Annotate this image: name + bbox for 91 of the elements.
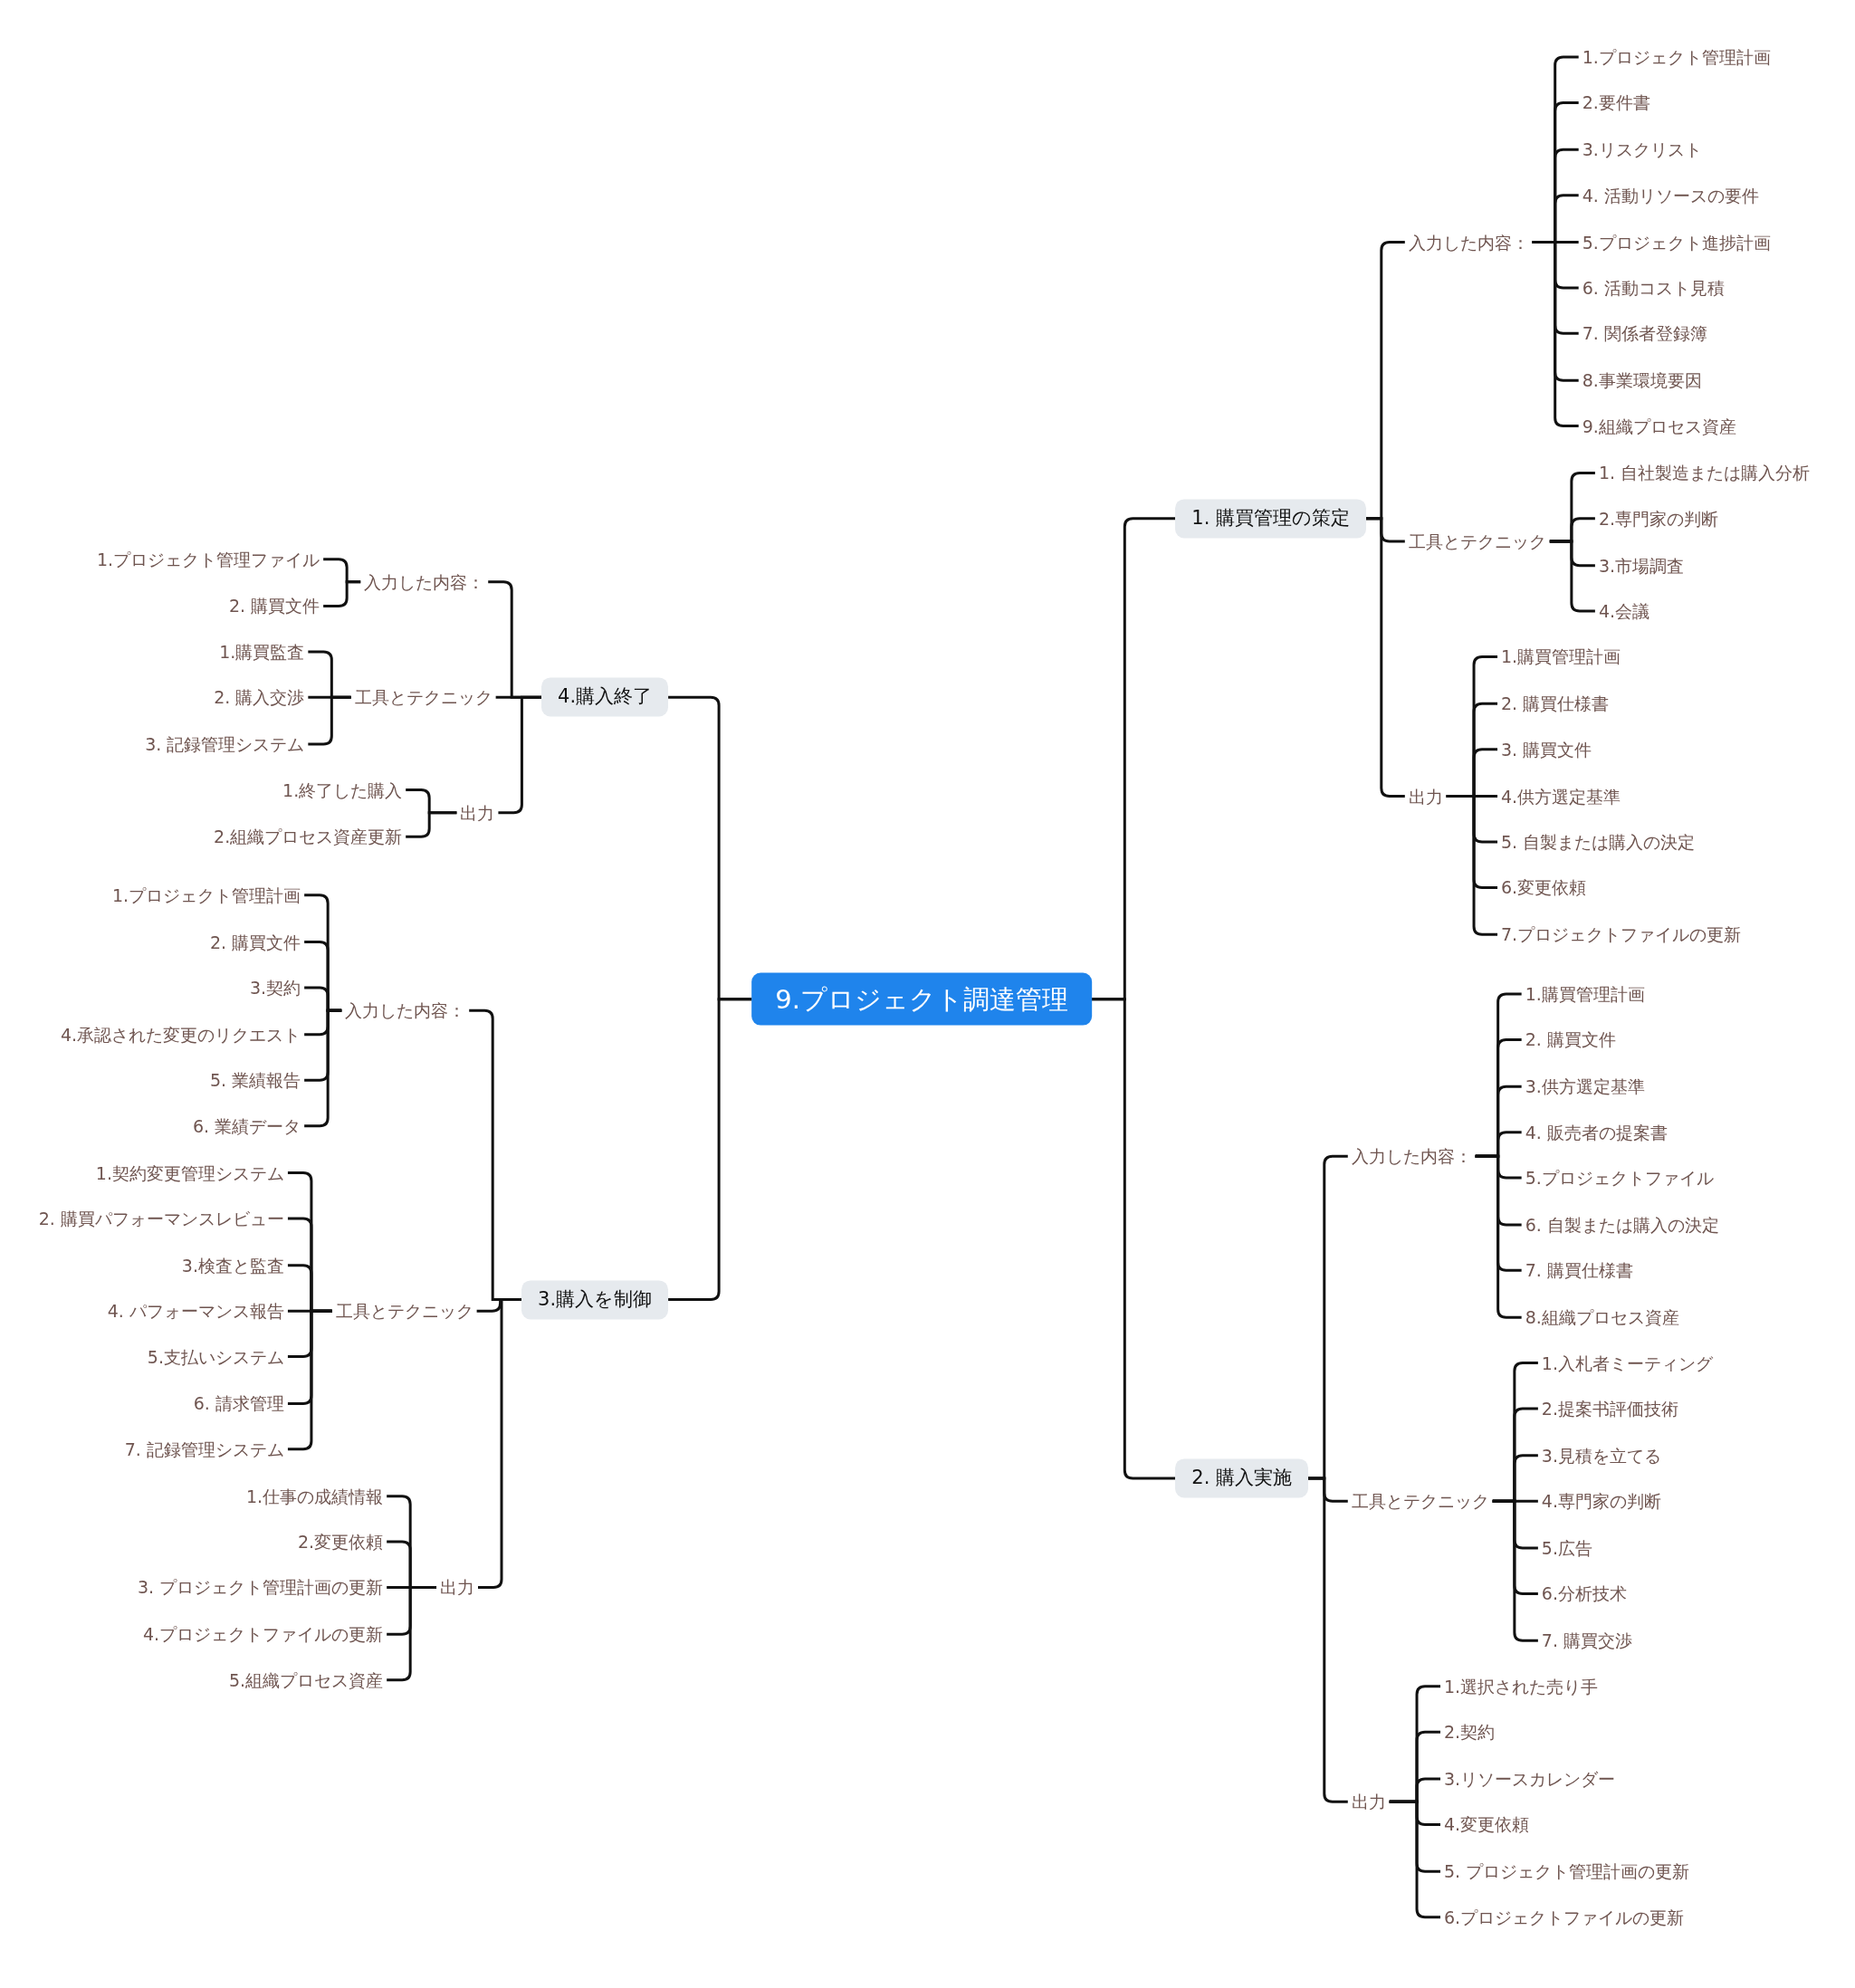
item-text: 1.プロジェクト管理計画 — [1578, 46, 1774, 68]
item-text: 6. 業績データ — [188, 1115, 305, 1137]
category-text: 出力 — [436, 1577, 478, 1598]
category-text: 入力した内容： — [341, 999, 470, 1021]
item-text: 1.契約変更管理システム — [91, 1162, 288, 1183]
item-text: 3. プロジェクト管理計画の更新 — [134, 1577, 387, 1598]
item-text: 2.専門家の判断 — [1594, 508, 1722, 530]
item-text: 1.終了した購入 — [279, 779, 406, 800]
connector-line — [406, 811, 457, 838]
item-text: 5.組織プロセス資産 — [225, 1669, 387, 1691]
category-text: 工具とテクニック — [331, 1300, 477, 1322]
item-text: 4.専門家の判断 — [1537, 1490, 1665, 1512]
item-text: 2. 購入交渉 — [210, 686, 309, 708]
item-text: 5.広告 — [1537, 1537, 1596, 1559]
item-text: 7. 関係者登録簿 — [1578, 322, 1711, 344]
item-text: 1.プロジェクト管理計画 — [109, 884, 305, 906]
category-text: 工具とテクニック — [1347, 1490, 1493, 1512]
item-text: 6.プロジェクトファイルの更新 — [1440, 1907, 1688, 1927]
connector-line — [1308, 1477, 1348, 1803]
item-text: 1.購買管理計画 — [1497, 646, 1625, 667]
item-text: 4. 販売者の提案書 — [1521, 1122, 1671, 1143]
category-text: 入力した内容： — [1404, 232, 1533, 253]
connector-line — [323, 580, 361, 607]
connector-line — [478, 1298, 522, 1589]
item-text: 1.入札者ミーティング — [1537, 1352, 1716, 1373]
item-text: 6. 活動コスト見積 — [1578, 277, 1728, 299]
item-text: 1.購買管理計画 — [1521, 983, 1649, 1005]
item-text: 5. 業績報告 — [206, 1069, 305, 1091]
item-text: 4.承認された変更のリクエスト — [57, 1024, 305, 1046]
category-text: 出力 — [456, 802, 499, 824]
connector-line — [668, 998, 752, 1302]
item-text: 9.組織プロセス資産 — [1578, 416, 1740, 436]
item-text: 3.供方選定基準 — [1521, 1075, 1649, 1097]
item-text: 4. パフォーマンス報告 — [103, 1300, 288, 1322]
category-text: 出力 — [1404, 786, 1447, 807]
item-text: 5.プロジェクト進捗計画 — [1578, 232, 1774, 253]
item-text: 7.プロジェクトファイルの更新 — [1497, 923, 1745, 945]
central-topic: 9.プロジェクト調達管理 — [751, 972, 1092, 1026]
item-text: 4.プロジェクトファイルの更新 — [139, 1623, 387, 1645]
item-text: 4.会議 — [1594, 600, 1653, 622]
item-text: 1.仕事の成績情報 — [243, 1486, 387, 1507]
category-text: 入力した内容： — [1347, 1145, 1476, 1167]
item-text: 1.選択された売り手 — [1440, 1676, 1602, 1697]
item-text: 6. 請求管理 — [189, 1393, 288, 1414]
item-text: 7. 購買仕様書 — [1521, 1259, 1637, 1281]
item-text: 3.検査と監査 — [177, 1255, 288, 1276]
branch-topic: 1. 購買管理の策定 — [1175, 499, 1366, 539]
item-text: 2.組織プロセス資産更新 — [210, 826, 406, 847]
item-text: 3.見積を立てる — [1537, 1445, 1665, 1467]
item-text: 7. 購買交渉 — [1537, 1630, 1637, 1651]
item-text: 5. プロジェクト管理計画の更新 — [1440, 1860, 1694, 1882]
item-text: 6. 自製または購入の決定 — [1521, 1214, 1723, 1236]
item-text: 2. 購買文件 — [206, 932, 305, 952]
connector-line — [1366, 517, 1405, 798]
item-text: 5.プロジェクトファイル — [1521, 1167, 1717, 1189]
branch-topic: 3.購入を制御 — [521, 1279, 669, 1320]
category-text: 工具とテクニック — [350, 686, 496, 708]
item-text: 2. 購買文件 — [1521, 1029, 1620, 1050]
item-text: 5.支払いシステム — [143, 1346, 288, 1367]
item-text: 1. 自社製造または購入分析 — [1594, 463, 1814, 483]
item-text: 3. 購買文件 — [1497, 739, 1596, 760]
item-text: 1.プロジェクト管理ファイル — [93, 549, 324, 570]
item-text: 3. 記録管理システム — [141, 733, 309, 755]
category-text: 入力した内容： — [360, 571, 489, 593]
item-text: 2. 購買文件 — [225, 596, 324, 616]
item-text: 2.提案书評価技術 — [1537, 1398, 1682, 1419]
category-text: 出力 — [1347, 1791, 1390, 1812]
branch-topic: 2. 購入実施 — [1175, 1458, 1308, 1498]
category-text: 工具とテクニック — [1404, 530, 1550, 552]
item-text: 4. 活動リソースの要件 — [1578, 185, 1763, 206]
item-text: 4.変更依頼 — [1440, 1814, 1534, 1835]
item-text: 5. 自製または購入の決定 — [1497, 831, 1699, 853]
item-text: 3.リスクリスト — [1578, 139, 1706, 160]
item-text: 3.市場調査 — [1594, 555, 1688, 577]
item-text: 2.要件書 — [1578, 92, 1654, 113]
item-text: 4.供方選定基準 — [1497, 786, 1625, 807]
item-text: 6.変更依頼 — [1497, 877, 1591, 898]
item-text: 2.契約 — [1440, 1721, 1499, 1743]
item-text: 3.契約 — [246, 977, 305, 999]
item-text: 2. 購買仕様書 — [1497, 693, 1613, 714]
connector-line — [498, 695, 542, 815]
item-text: 8.組織プロセス資産 — [1521, 1306, 1683, 1328]
item-text: 6.分析技术 — [1537, 1583, 1630, 1604]
item-text: 2. 購買パフォーマンスレビュー — [34, 1208, 288, 1229]
item-text: 2.変更依頼 — [294, 1531, 387, 1553]
item-text: 7. 記録管理システム — [120, 1438, 288, 1460]
item-text: 3.リソースカレンダー — [1440, 1768, 1620, 1790]
branch-topic: 4.購入終了 — [541, 677, 669, 717]
item-text: 8.事業環境要因 — [1578, 369, 1706, 391]
item-text: 1.購買監査 — [215, 641, 309, 663]
connector-line — [1092, 998, 1176, 1480]
